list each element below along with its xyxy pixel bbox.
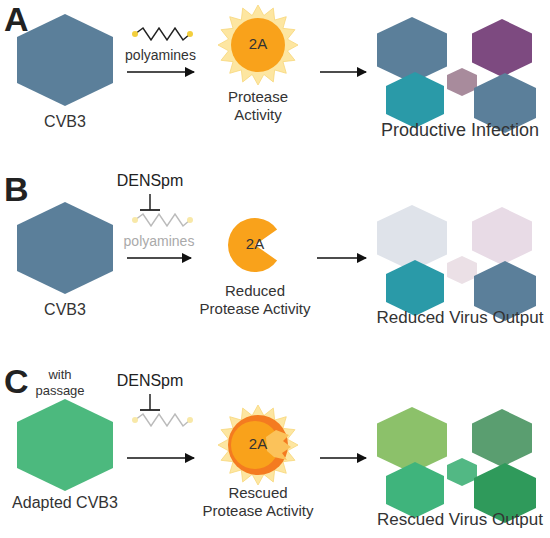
- node-caption: Adapted CVB3: [5, 493, 125, 512]
- node-shape: [17, 202, 113, 294]
- process-arrow: [127, 457, 194, 459]
- node-shape: [218, 405, 298, 485]
- node-caption: CVB3: [5, 300, 125, 319]
- panel-letter: C: [4, 362, 29, 401]
- polyamine-end: [132, 31, 138, 37]
- node-caption: CVB3: [5, 112, 125, 131]
- polyamine-end: [187, 217, 193, 223]
- panel-letter: A: [4, 0, 29, 39]
- inhibitor-symbol: [140, 194, 160, 210]
- node-shape: [377, 407, 536, 523]
- hexagon-shape: [17, 14, 113, 106]
- process-arrow: [320, 71, 366, 73]
- inhibitor-label: DENSpm: [112, 372, 188, 390]
- shape-label: 2A: [238, 35, 278, 53]
- polyamine-end: [132, 417, 138, 423]
- activity-rays: [218, 5, 298, 85]
- polyamine-chain: [132, 28, 193, 40]
- node-shape: [228, 218, 277, 272]
- hexagon-shape: [377, 17, 447, 83]
- hexagon-shape: [377, 407, 447, 473]
- node-caption: Protease Activity: [218, 88, 298, 124]
- hexagon-shape: [377, 205, 447, 271]
- node-shape: [377, 205, 536, 321]
- polyamine-end: [187, 417, 193, 423]
- hexagon-shape: [447, 68, 477, 96]
- edge-label: polyamines: [109, 233, 209, 249]
- polyamine-end: [132, 217, 138, 223]
- shape-label: 2A: [238, 435, 278, 453]
- node-shape: [218, 5, 298, 85]
- polyamine-zigzag: [135, 414, 190, 426]
- hexagon-shape: [447, 458, 477, 486]
- virus-capsid: CVB3: [5, 200, 125, 319]
- shape-outline: [370, 196, 550, 308]
- node-caption: Reduced Virus Output: [370, 308, 550, 328]
- protease-pacman: [228, 218, 277, 272]
- process-arrow: [127, 257, 191, 259]
- process-arrow: [320, 457, 366, 459]
- node-shape: [377, 17, 536, 133]
- hexagon-shape: [386, 72, 444, 128]
- node-shape: [17, 14, 113, 106]
- protease-rescued: 2A Rescued Protease Activity: [198, 400, 318, 520]
- virus-progeny-cluster: Rescued Virus Output: [370, 398, 550, 530]
- polyamine-chain-faded: [132, 414, 193, 426]
- node-caption: Rescued Virus Output: [370, 510, 550, 530]
- hexagon-shape: [17, 399, 113, 491]
- shape-outline: [370, 398, 550, 510]
- polyamine-chain-faded: [132, 214, 193, 226]
- hexagon-shape: [17, 202, 113, 294]
- polyamine-zigzag: [135, 28, 190, 40]
- inhibitor-bar: [140, 409, 160, 411]
- protease-reduced: 2A Reduced Protease Activity: [195, 202, 315, 318]
- shape-label: 2A: [235, 235, 275, 253]
- hexagon-shape: [447, 256, 477, 284]
- hexagon-shape: [472, 19, 532, 77]
- hexagon-shape: [386, 462, 444, 518]
- inhibitor-line: [149, 394, 151, 410]
- inhibitor-symbol: [140, 394, 160, 410]
- inhibitor-bar: [140, 209, 160, 211]
- node-shape: [17, 399, 113, 491]
- process-arrow: [317, 257, 366, 259]
- adapted-site: [266, 430, 291, 460]
- shape-label: with passage: [30, 367, 90, 398]
- protease-active: 2A Protease Activity: [198, 2, 318, 124]
- activity-rays: [218, 405, 298, 485]
- polyamine-end: [187, 31, 193, 37]
- shape-outline: [370, 8, 550, 120]
- hexagon-shape: [472, 409, 532, 467]
- hexagon-shape: [472, 207, 532, 265]
- polyamine-zigzag: [135, 214, 190, 226]
- virus-progeny-cluster: Productive Infection: [370, 8, 550, 142]
- hexagon-shape: [386, 260, 444, 316]
- process-arrow: [127, 71, 194, 73]
- virus-progeny-cluster: Reduced Virus Output: [370, 196, 550, 328]
- node-caption: Productive Infection: [370, 120, 550, 142]
- shape-outline: [5, 200, 125, 300]
- panel-letter: B: [4, 170, 29, 209]
- node-caption: Reduced Protease Activity: [196, 282, 314, 318]
- edge-label: polyamines: [111, 47, 211, 63]
- protease-circle: [231, 18, 285, 72]
- inhibitor-line: [149, 194, 151, 210]
- inhibitor-label: DENSpm: [112, 172, 188, 190]
- node-caption: Rescued Protease Activity: [199, 484, 317, 520]
